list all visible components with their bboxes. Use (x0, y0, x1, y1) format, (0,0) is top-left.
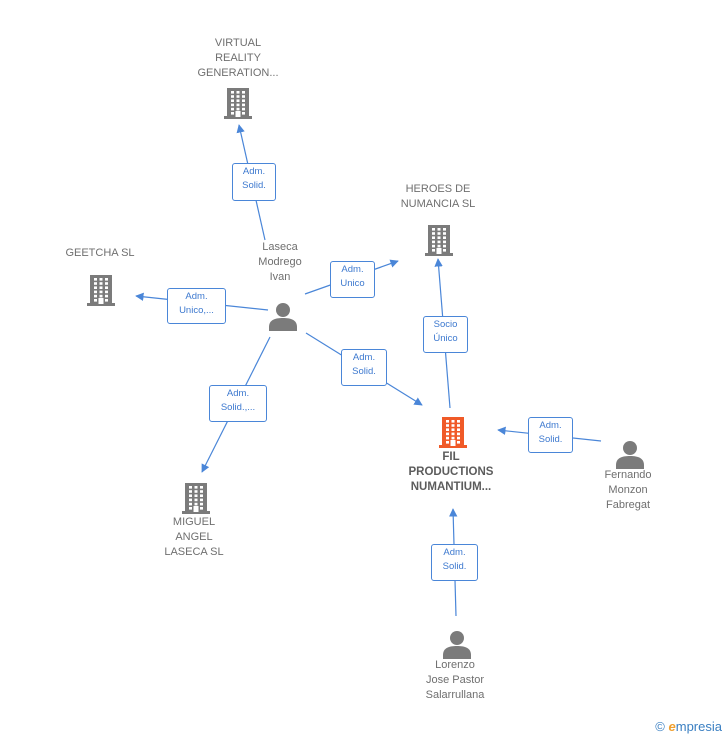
person-icon-lorenzo[interactable] (442, 629, 472, 664)
building-icon-virtual[interactable] (222, 86, 254, 125)
copyright-icon: © (655, 719, 665, 734)
building-icon-miguel[interactable] (180, 481, 212, 520)
building-icon-geetcha[interactable] (85, 273, 117, 312)
empresia-watermark[interactable]: © empresia (655, 719, 722, 734)
building-icon-heroes[interactable] (423, 223, 455, 262)
node-label-heroes[interactable]: HEROES DE NUMANCIA SL (400, 183, 476, 210)
person-icon-laseca[interactable] (268, 301, 298, 336)
building-icon-fil[interactable] (437, 415, 469, 454)
edge-label-lorenzo-fil[interactable]: Adm. Solid. (431, 544, 478, 581)
node-label-laseca[interactable]: Laseca Modrego Ivan (258, 241, 302, 283)
node-label-geetcha[interactable]: GEETCHA SL (65, 247, 135, 259)
edge-label-laseca-geetcha[interactable]: Adm. Unico,... (167, 288, 226, 324)
brand-initial: e (668, 719, 676, 734)
node-label-fil[interactable]: FIL PRODUCTIONS NUMANTIUM... (408, 451, 494, 493)
node-label-virtual[interactable]: VIRTUAL REALITY GENERATION... (197, 37, 279, 79)
brand-name: mpresia (675, 719, 722, 734)
node-label-lorenzo[interactable]: Lorenzo Jose Pastor Salarrullana (425, 659, 485, 701)
node-label-miguel[interactable]: MIGUEL ANGEL LASECA SL (164, 516, 224, 558)
edge-label-laseca-fil[interactable]: Adm. Solid. (341, 349, 387, 386)
edge-label-laseca-virtual[interactable]: Adm. Solid. (232, 163, 276, 201)
person-icon-fernando[interactable] (615, 439, 645, 474)
edge-label-laseca-heroes[interactable]: Adm. Unico (330, 261, 375, 298)
node-label-fernando[interactable]: Fernando Monzon Fabregat (604, 469, 652, 511)
edge-label-fil-heroes[interactable]: Socio Único (423, 316, 468, 353)
edge-label-laseca-miguel[interactable]: Adm. Solid.,... (209, 385, 267, 422)
edge-label-fernando-fil[interactable]: Adm. Solid. (528, 417, 573, 453)
